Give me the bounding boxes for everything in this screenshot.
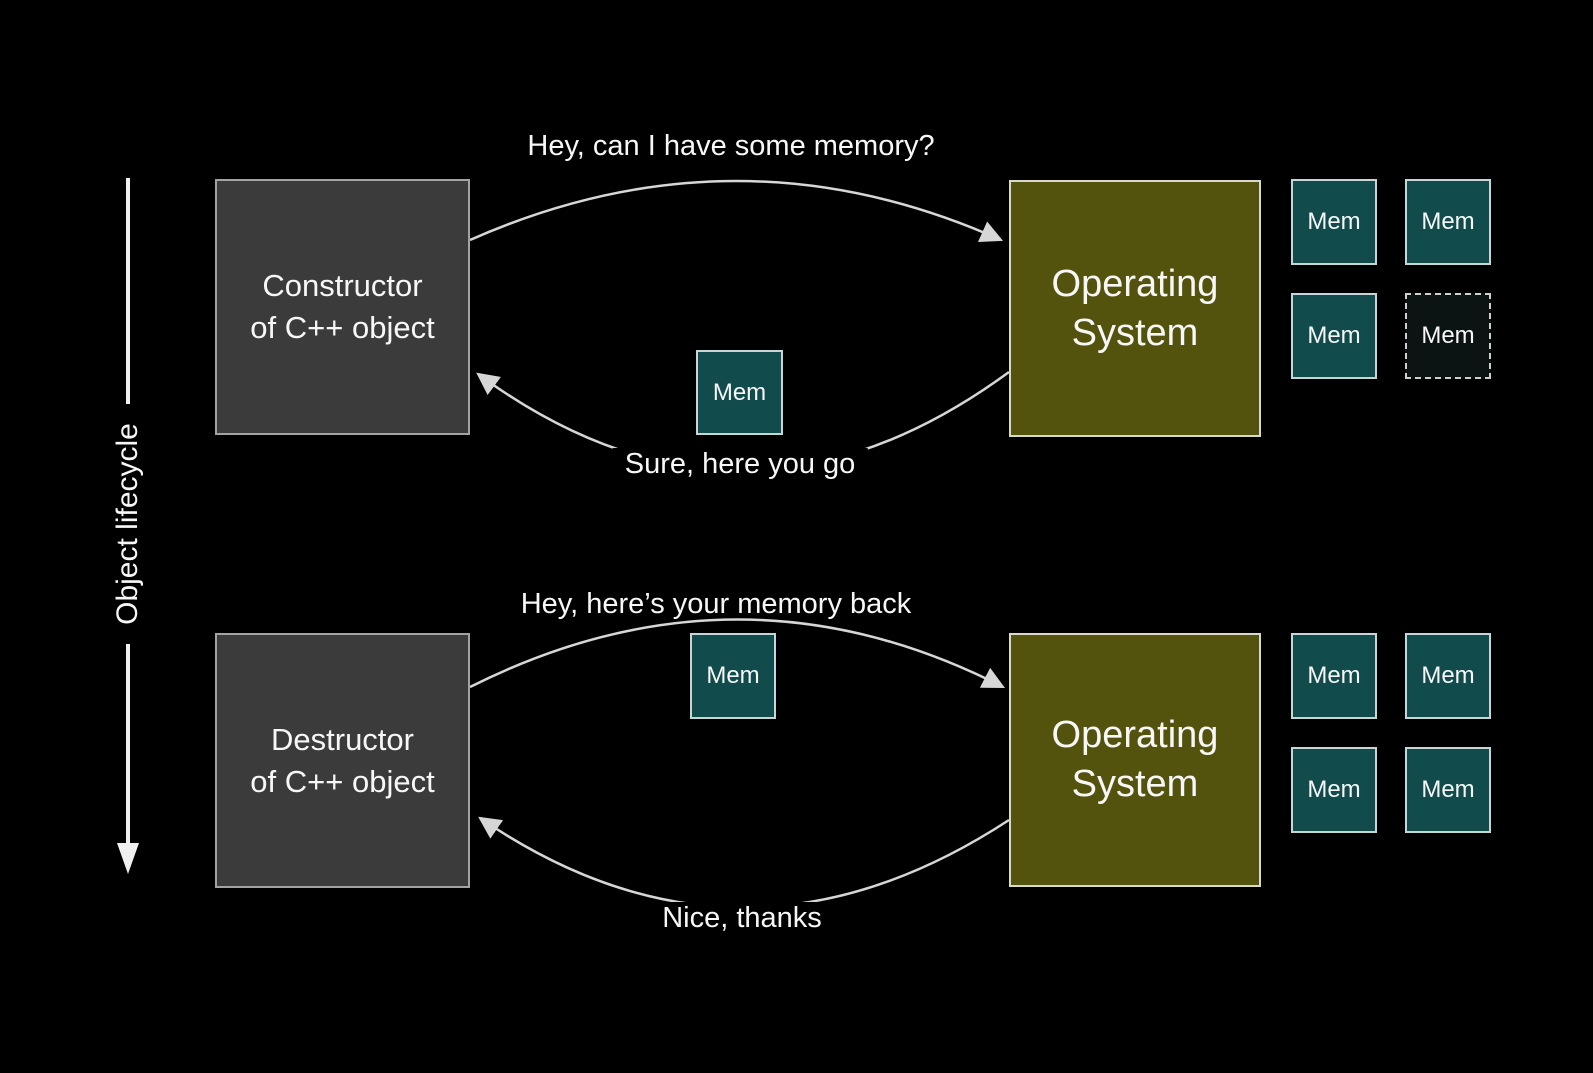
object-lifecycle-label: Object lifecycle <box>110 404 146 644</box>
mem-block-os-top-3: Mem <box>1291 293 1377 379</box>
destructor-box: Destructor of C++ object <box>215 633 470 888</box>
lifecycle-axis-arrowhead <box>117 843 139 874</box>
mem-block-transfer-top: Mem <box>696 350 783 435</box>
arrow-thanks <box>478 816 1010 909</box>
constructor-box: Constructor of C++ object <box>215 179 470 435</box>
return-memory-label: Hey, here’s your memory back <box>520 588 912 620</box>
thanks-label: Nice, thanks <box>650 902 834 935</box>
operating-system-box-bottom: Operating System <box>1009 633 1261 887</box>
arrow-return-memory <box>469 618 1006 689</box>
mem-block-os-bottom-3: Mem <box>1291 747 1377 833</box>
arrow-request-memory <box>469 179 1004 243</box>
mem-block-os-bottom-2: Mem <box>1405 633 1491 719</box>
mem-block-os-top-4-allocated: Mem <box>1405 293 1491 379</box>
request-memory-label: Hey, can I have some memory? <box>527 130 935 162</box>
operating-system-top-label: Operating System <box>1051 262 1219 354</box>
mem-block-os-top-1: Mem <box>1291 179 1377 265</box>
destructor-box-label: Destructor of C++ object <box>250 721 435 799</box>
operating-system-bottom-label: Operating System <box>1051 714 1219 805</box>
mem-block-transfer-bottom: Mem <box>690 633 776 719</box>
mem-block-os-bottom-4: Mem <box>1405 747 1491 833</box>
operating-system-box-top: Operating System <box>1009 180 1261 437</box>
give-memory-label: Sure, here you go <box>612 448 868 481</box>
mem-block-os-top-2: Mem <box>1405 179 1491 265</box>
mem-block-os-bottom-1: Mem <box>1291 633 1377 719</box>
constructor-box-label: Constructor of C++ object <box>250 268 435 345</box>
